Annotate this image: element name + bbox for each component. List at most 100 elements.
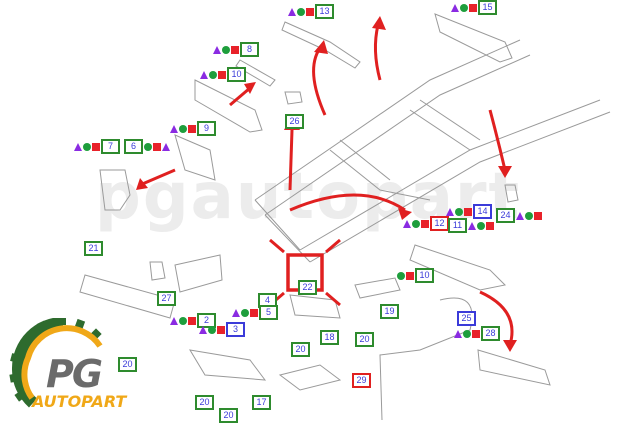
triangle-marker-icon xyxy=(468,221,476,230)
callout-10[interactable]: 10 xyxy=(200,67,246,82)
callout-20[interactable]: 20 xyxy=(219,408,238,423)
part-27 xyxy=(149,261,166,281)
part-7 xyxy=(99,169,131,211)
arrow-to-15 xyxy=(373,24,382,81)
callout-9[interactable]: 9 xyxy=(170,121,216,136)
callout-20[interactable]: 20 xyxy=(355,332,374,347)
part-17 xyxy=(189,349,267,381)
part-11-sub xyxy=(409,244,507,291)
square-marker-icon xyxy=(231,45,239,54)
circle-marker-icon xyxy=(525,211,533,220)
square-marker-icon xyxy=(464,207,472,216)
callout-24[interactable]: 24 xyxy=(496,208,542,223)
part-label: 20 xyxy=(291,342,310,357)
part-label: 9 xyxy=(197,121,216,136)
callout-12[interactable]: 12 xyxy=(403,216,449,231)
part-label: 19 xyxy=(380,304,399,319)
triangle-marker-icon xyxy=(232,308,240,317)
highlight-box-22 xyxy=(286,253,324,292)
arrow-to-24 xyxy=(488,109,507,171)
callout-11[interactable]: 11 xyxy=(448,218,494,233)
circle-marker-icon xyxy=(463,329,471,338)
part-label: 5 xyxy=(259,305,278,320)
circle-marker-icon xyxy=(297,7,305,16)
part-label: 21 xyxy=(84,241,103,256)
arrow-to-26 xyxy=(288,129,294,191)
part-label: 18 xyxy=(320,330,339,345)
triangle-marker-icon xyxy=(199,325,207,334)
part-label: 3 xyxy=(226,322,245,337)
part-9 xyxy=(174,134,216,181)
circle-marker-icon xyxy=(208,325,216,334)
callout-5[interactable]: 5 xyxy=(232,305,278,320)
callout-6[interactable]: 6 xyxy=(124,139,170,154)
arrow-to-7 xyxy=(139,168,176,187)
pg-autopart-logo xyxy=(9,318,103,408)
part-label: 6 xyxy=(124,139,143,154)
part-25-cable xyxy=(379,297,473,421)
part-label: 20 xyxy=(118,357,137,372)
circle-marker-icon xyxy=(455,207,463,216)
frame-rail-right xyxy=(299,99,611,263)
crossmember xyxy=(329,139,431,201)
part-24 xyxy=(504,184,519,203)
callout-20[interactable]: 20 xyxy=(195,395,214,410)
part-18 xyxy=(289,294,341,319)
callout-28[interactable]: 28 xyxy=(454,326,500,341)
square-marker-icon xyxy=(421,219,429,228)
callout-7[interactable]: 7 xyxy=(74,139,120,154)
frame-rail-left xyxy=(254,39,531,216)
callout-20[interactable]: 20 xyxy=(118,357,137,372)
callout-19[interactable]: 19 xyxy=(380,304,399,319)
part-label: 20 xyxy=(195,395,214,410)
callout-18[interactable]: 18 xyxy=(320,330,339,345)
part-2 xyxy=(174,254,223,293)
part-label: 26 xyxy=(285,114,304,129)
square-marker-icon xyxy=(472,329,480,338)
part-29 xyxy=(278,364,342,391)
part-15 xyxy=(434,13,513,63)
part-label: 28 xyxy=(481,326,500,341)
square-marker-icon xyxy=(188,124,196,133)
triangle-marker-icon xyxy=(213,45,221,54)
triangle-marker-icon xyxy=(446,207,454,216)
callout-13[interactable]: 13 xyxy=(288,4,334,19)
part-label: 22 xyxy=(298,280,317,295)
callout-25[interactable]: 25 xyxy=(457,311,476,326)
arrow-to-28 xyxy=(479,290,514,346)
part-label: 15 xyxy=(478,0,497,15)
square-marker-icon xyxy=(406,271,414,280)
callout-29[interactable]: 29 xyxy=(352,373,371,388)
part-label: 25 xyxy=(457,311,476,326)
circle-marker-icon xyxy=(144,142,152,151)
circle-marker-icon xyxy=(460,3,468,12)
square-marker-icon xyxy=(534,211,542,220)
square-marker-icon xyxy=(250,308,258,317)
callout-8[interactable]: 8 xyxy=(213,42,259,57)
callout-22[interactable]: 22 xyxy=(298,280,317,295)
callout-14[interactable]: 14 xyxy=(446,204,492,219)
circle-marker-icon xyxy=(397,271,405,280)
callout-26[interactable]: 26 xyxy=(285,114,304,129)
callout-17[interactable]: 17 xyxy=(252,395,271,410)
callout-3[interactable]: 3 xyxy=(199,322,245,337)
triangle-marker-icon xyxy=(200,70,208,79)
circle-marker-icon xyxy=(83,142,91,151)
callout-27[interactable]: 27 xyxy=(157,291,176,306)
triangle-marker-icon xyxy=(170,124,178,133)
square-marker-icon xyxy=(188,316,196,325)
callout-20[interactable]: 20 xyxy=(291,342,310,357)
part-label: 20 xyxy=(355,332,374,347)
circle-marker-icon xyxy=(209,70,217,79)
arrow-to-13 xyxy=(312,47,327,116)
square-marker-icon xyxy=(217,325,225,334)
part-13 xyxy=(281,21,361,69)
circle-marker-icon xyxy=(477,221,485,230)
part-label: 8 xyxy=(240,42,259,57)
triangle-marker-icon xyxy=(403,219,411,228)
square-marker-icon xyxy=(218,70,226,79)
logo-subtitle-text: AUTOPART xyxy=(32,392,127,411)
callout-15[interactable]: 15 xyxy=(451,0,497,15)
callout-21[interactable]: 21 xyxy=(84,241,103,256)
callout-10-lower[interactable]: 10 xyxy=(397,268,434,283)
